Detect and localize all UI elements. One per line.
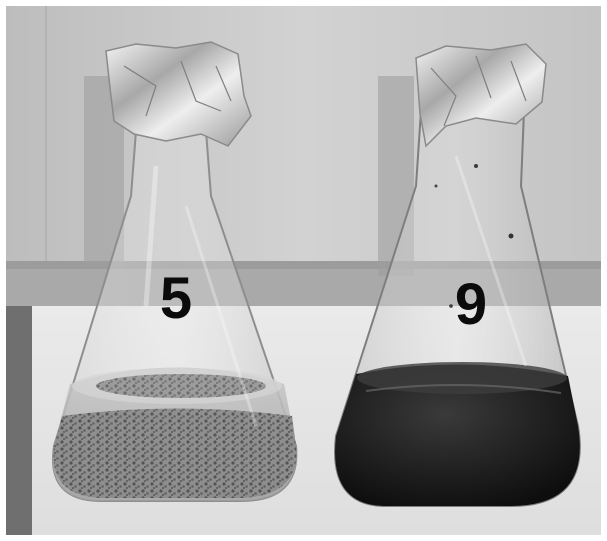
flask-left xyxy=(52,41,298,502)
backsplash-edge xyxy=(6,261,601,269)
flask-left-label: 5 xyxy=(160,266,192,331)
flask-right xyxy=(334,43,581,507)
flask-right-label: 9 xyxy=(455,272,487,337)
foil-cap-left xyxy=(105,41,252,147)
photograph: 5 9 xyxy=(6,6,601,535)
counter-side xyxy=(6,306,32,535)
flasks-scene: 5 9 xyxy=(6,6,601,535)
foil-cap-right xyxy=(415,43,547,148)
